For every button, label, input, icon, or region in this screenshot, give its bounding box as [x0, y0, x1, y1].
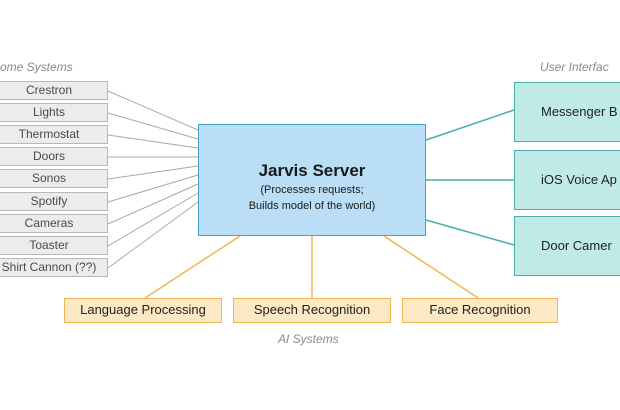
ai-systems-label: AI Systems	[278, 332, 339, 346]
connector-spotify	[107, 174, 199, 203]
connector-door-camera	[425, 219, 515, 246]
home-system-doors: Doors	[0, 147, 108, 166]
home-system-sonos: Sonos	[0, 169, 108, 188]
server-title: Jarvis Server	[258, 161, 366, 180]
home-systems-label: ome Systems	[0, 60, 73, 74]
home-system-spotify: Spotify	[0, 192, 108, 211]
user-interface-ios-voice: iOS Voice Ap	[514, 150, 620, 210]
home-system-toaster: Toaster	[0, 236, 108, 255]
connector-shirt-cannon	[107, 201, 199, 269]
connector-messenger	[425, 109, 515, 141]
user-interfaces-label: User Interfac	[540, 60, 609, 74]
home-system-shirt-cannon: Shirt Cannon (??)	[0, 258, 108, 277]
connector-lights	[107, 112, 199, 140]
connector-language	[144, 235, 241, 299]
ai-system-language: Language Processing	[64, 298, 222, 323]
connector-face	[383, 235, 479, 299]
ai-system-speech: Speech Recognition	[233, 298, 391, 323]
connector-sonos	[107, 165, 199, 180]
home-system-thermostat: Thermostat	[0, 125, 108, 144]
home-system-cameras: Cameras	[0, 214, 108, 233]
user-interface-messenger: Messenger B	[514, 82, 620, 142]
connector-thermostat	[107, 134, 199, 149]
ai-system-face: Face Recognition	[402, 298, 558, 323]
server-subtitle-line1: (Processes requests;	[260, 184, 364, 196]
jarvis-server-box: Jarvis Server (Processes requests; Build…	[198, 124, 426, 236]
connector-crestron	[107, 90, 199, 131]
connector-cameras	[107, 183, 199, 225]
server-subtitle-line2: Builds model of the world)	[248, 200, 376, 212]
user-interface-door-camera: Door Camer	[514, 216, 620, 276]
home-system-crestron: Crestron	[0, 81, 108, 100]
home-system-lights: Lights	[0, 103, 108, 122]
connector-toaster	[107, 192, 199, 247]
